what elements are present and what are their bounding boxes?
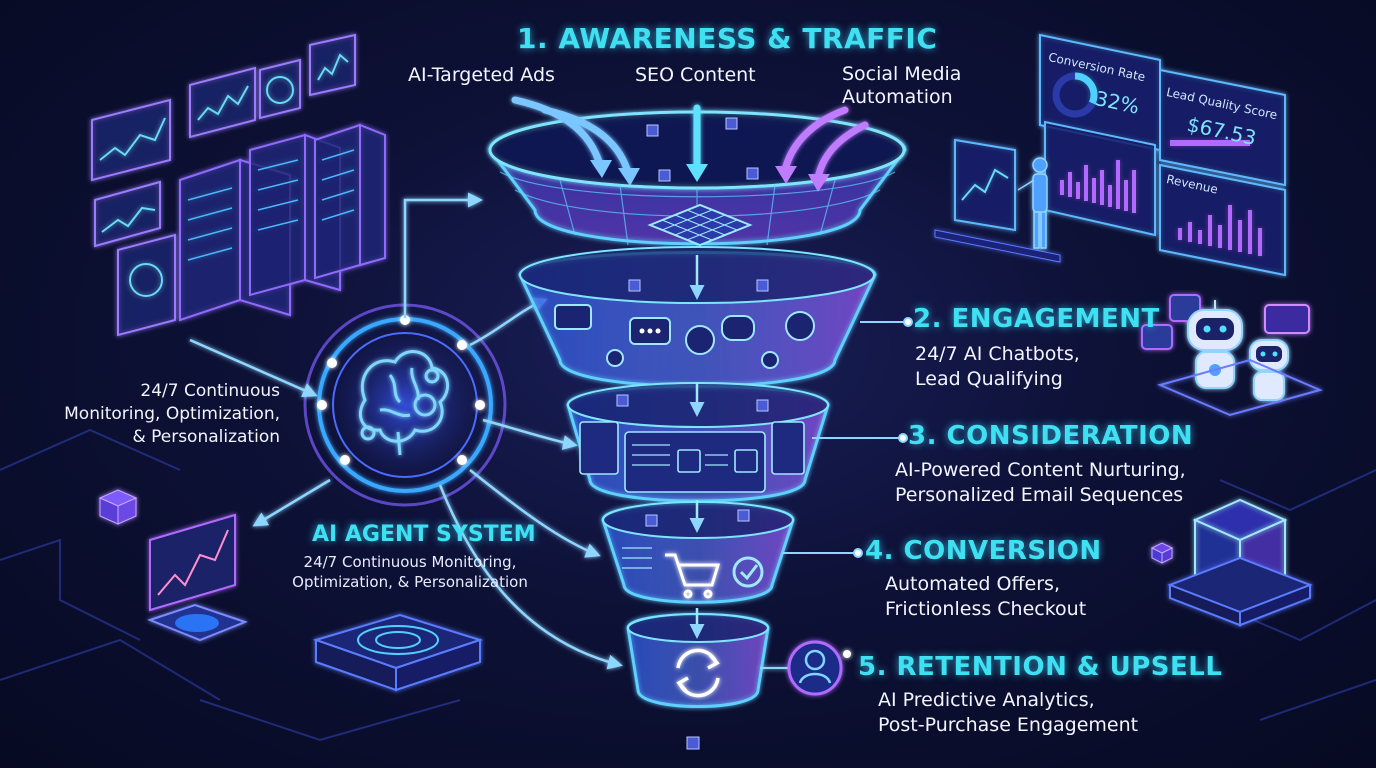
stage-2-desc: 24/7 AI Chatbots, Lead Qualifying [915, 342, 1080, 392]
agent-system-desc: 24/7 Continuous Monitoring, Optimization… [290, 552, 530, 592]
stage-2-title: 2. ENGAGEMENT [913, 304, 1160, 334]
stage-1-title: 1. AWARENESS & TRAFFIC [517, 22, 937, 55]
stage-5-title: 5. RETENTION & UPSELL [858, 652, 1222, 682]
server-racks-illustration [92, 35, 385, 335]
stage-3-desc: AI-Powered Content Nurturing, Personaliz… [895, 458, 1186, 508]
glass-cube-illustration [1152, 500, 1310, 625]
presenter-figure [1018, 158, 1047, 248]
source-ai-targeted-ads: AI-Targeted Ads [408, 64, 555, 87]
stage-3-title: 3. CONSIDERATION [908, 421, 1193, 451]
agent-left-desc: 24/7 Continuous Monitoring, Optimization… [55, 380, 280, 449]
source-seo-content: SEO Content [635, 64, 756, 87]
source-social-media-automation: Social Media Automation [842, 63, 961, 109]
stage-5-desc: AI Predictive Analytics, Post-Purchase E… [878, 688, 1138, 738]
stage-4-desc: Automated Offers, Frictionless Checkout [885, 572, 1086, 622]
agent-system-title: AI AGENT SYSTEM [312, 522, 536, 547]
customer-avatar-icon [760, 642, 851, 694]
chatbot-robots [1142, 295, 1320, 415]
stage-4-title: 4. CONVERSION [865, 536, 1102, 566]
